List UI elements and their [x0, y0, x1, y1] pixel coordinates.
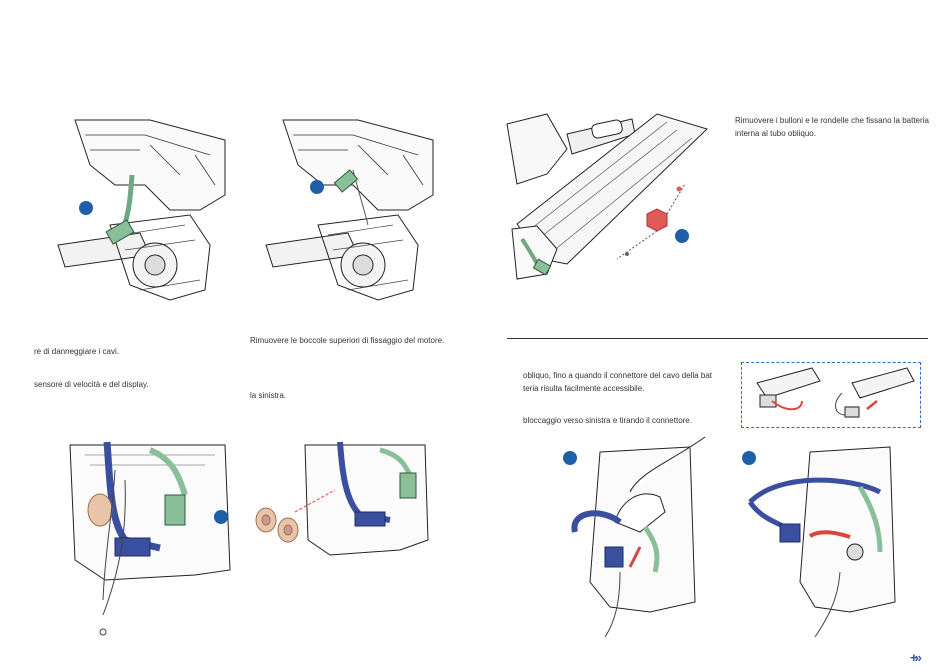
connector-detail-inset [741, 362, 921, 428]
step-dot [742, 451, 756, 465]
instruction-text-left-1: re di danneggiare i cavi. [34, 347, 119, 356]
instruction-text-mid-1: Rimuovere le boccole superiori di fissag… [250, 336, 445, 345]
illustration-battery-compartment-2 [294, 441, 429, 556]
double-chevron-right-icon[interactable]: +» [910, 650, 922, 665]
step-dot [563, 451, 577, 465]
instruction-text-right-1: obliquo, fino a quando il connettore del… [523, 371, 713, 380]
instruction-text-left-2: sensore di velocità e del display. [34, 380, 149, 389]
step-dot [675, 229, 689, 243]
instruction-text-mid-2: la sinistra. [250, 391, 287, 400]
section-divider [507, 338, 928, 339]
step-dot [310, 180, 324, 194]
connector-detail-drawing [756, 367, 915, 418]
instruction-text-right-top-1: Rimuovere i bulloni e le rondelle che fi… [735, 116, 929, 125]
illustration-motor-cable-1 [57, 119, 226, 301]
bushings-drawing [255, 507, 299, 543]
instruction-text-right-2: teria risulta facilmente accessibile. [523, 384, 645, 393]
illustration-motor-cable-2 [265, 119, 434, 301]
illustration-cable-pulled [747, 446, 896, 638]
instruction-text-right-top-2: interna al tubo obliquo. [735, 129, 816, 138]
illustration-down-tube [506, 113, 708, 280]
instruction-text-right-3: bloccaggio verso sinistra e tirando il c… [523, 416, 692, 425]
step-dot [214, 510, 228, 524]
illustration-battery-compartment-1 [69, 441, 231, 636]
illustration-hand-connector [571, 436, 706, 638]
step-dot [79, 201, 93, 215]
